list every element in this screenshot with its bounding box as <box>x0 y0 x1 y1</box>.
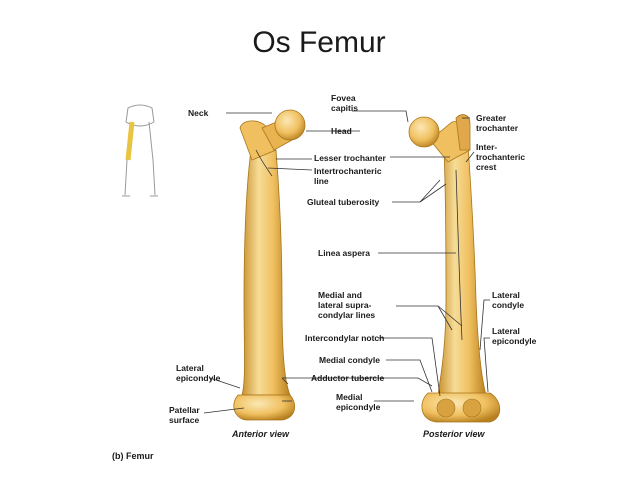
label-supracondylar-2: lateral supra- <box>318 300 372 310</box>
label-lateral-epicondyle-right-1: Lateral <box>492 326 520 336</box>
label-patellar-surface-1: Patellar <box>169 405 200 415</box>
label-greater-trochanter-1: Greater <box>476 113 507 123</box>
figure-caption: (b) Femur <box>112 451 154 461</box>
skeleton-locator-icon <box>122 104 158 197</box>
label-gluteal-tuberosity: Gluteal tuberosity <box>307 197 380 207</box>
label-lateral-epicondyle-left-1: Lateral <box>176 363 204 373</box>
label-lesser-trochanter: Lesser trochanter <box>314 153 386 163</box>
label-supracondylar-1: Medial and <box>318 290 362 300</box>
leader-lines <box>203 110 490 414</box>
label-medial-epicondyle-2: epicondyle <box>336 402 381 412</box>
page-title: Os Femur <box>252 26 386 59</box>
label-head: Head <box>331 126 352 136</box>
label-neck: Neck <box>188 108 209 118</box>
label-intertrochanteric-line-1: Intertrochanteric <box>314 166 382 176</box>
label-intercondylar-notch: Intercondylar notch <box>305 333 384 343</box>
label-intertrochanteric-crest-3: crest <box>476 162 496 172</box>
label-lateral-epicondyle-right-2: epicondyle <box>492 336 537 346</box>
femur-posterior <box>408 114 501 423</box>
label-lateral-condyle-1: Lateral <box>492 290 520 300</box>
label-greater-trochanter-2: trochanter <box>476 123 519 133</box>
label-intertrochanteric-line-2: line <box>314 176 329 186</box>
femur-anterior <box>233 109 306 421</box>
label-fovea-1: Fovea <box>331 93 356 103</box>
label-medial-epicondyle-1: Medial <box>336 392 362 402</box>
label-lateral-epicondyle-left-2: epicondyle <box>176 373 221 383</box>
label-adductor-tubercle: Adductor tubercle <box>311 373 384 383</box>
label-fovea-2: capitis <box>331 103 358 113</box>
label-intertrochanteric-crest-1: Inter- <box>476 142 497 152</box>
label-medial-condyle: Medial condyle <box>319 355 380 365</box>
label-lateral-condyle-2: condyle <box>492 300 524 310</box>
label-patellar-surface-2: surface <box>169 415 200 425</box>
label-intertrochanteric-crest-2: trochanteric <box>476 152 525 162</box>
label-supracondylar-3: condylar lines <box>318 310 375 320</box>
label-posterior-view: Posterior view <box>423 429 486 439</box>
label-anterior-view: Anterior view <box>231 429 290 439</box>
label-linea-aspera: Linea aspera <box>318 248 370 258</box>
